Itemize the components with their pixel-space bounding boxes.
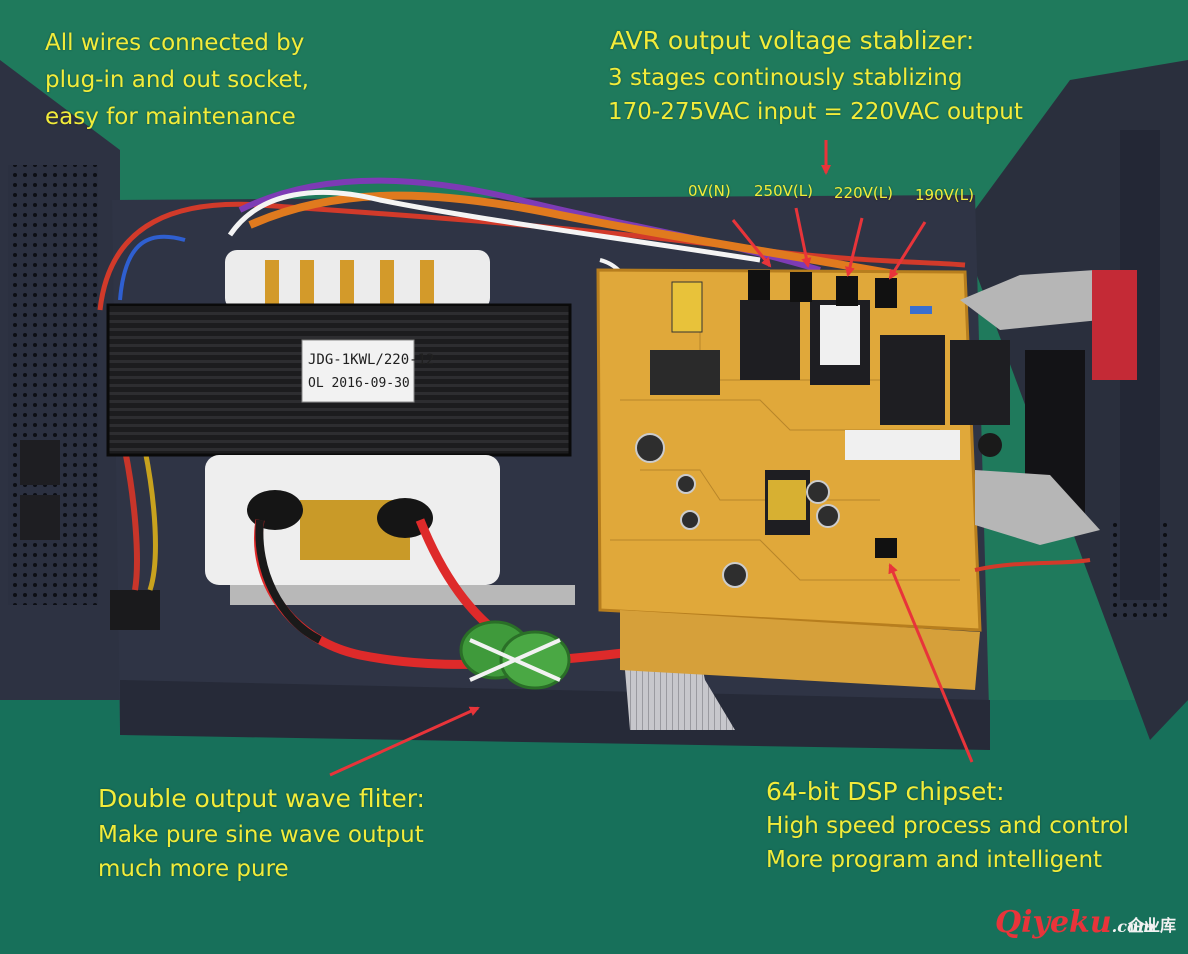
relay-1: [740, 300, 800, 380]
transformer-copper-windings: [265, 260, 434, 310]
output-lead-left: [247, 490, 303, 530]
socket-1: [20, 440, 60, 485]
enclosure-front-lip: [120, 680, 990, 750]
terminal-label-0v: 0V(N): [688, 182, 731, 200]
output-cable-black: [255, 519, 322, 644]
arrow-220v: [845, 217, 864, 277]
wire-red-left: [122, 449, 140, 591]
avr-annotation-line1: 3 stages continously stablizing: [608, 65, 963, 91]
transformer-date-label: OL 2016-09-30: [308, 376, 410, 391]
fuse-holder: [110, 590, 160, 630]
arrow-filter: [329, 706, 480, 777]
arrow-250v: [794, 207, 812, 268]
watermark-brand: Qiyeku: [995, 905, 1112, 940]
wire-white: [227, 189, 761, 263]
transformer-bobbin-top: [225, 250, 490, 310]
pcb-label: [845, 430, 960, 460]
wires-annotation-line2: plug-in and out socket,: [45, 67, 309, 93]
wires-annotation-line3: easy for maintenance: [45, 104, 296, 130]
red-terminal-block: [1092, 270, 1137, 380]
socket-2: [20, 495, 60, 540]
dsp-annotation-line1: High speed process and control: [766, 813, 1129, 839]
wire-yellow-left: [142, 449, 158, 591]
dsp-annotation-title: 64-bit DSP chipset:: [766, 777, 1005, 806]
annotation-arrows: [329, 140, 974, 777]
electrolytic-capacitors: [635, 433, 1002, 588]
filter-annotation-line1: Make pure sine wave output: [98, 822, 424, 848]
terminal-label-190v: 190V(L): [915, 186, 974, 204]
avr-annotation-line2: 170-275VAC input = 220VAC output: [608, 99, 1023, 125]
dsp-annotation-line2: More program and intelligent: [766, 847, 1103, 873]
dsp-chip: [875, 538, 897, 558]
transformer-model-label: JDG-1KWL/220-12: [308, 352, 435, 368]
relay-3: [880, 335, 945, 425]
relay-4: [950, 340, 1010, 425]
capacitor-block: [650, 350, 720, 395]
metal-bracket-top: [960, 270, 1100, 330]
arrow-dsp: [888, 563, 974, 763]
metal-bracket-bottom: [975, 470, 1100, 545]
filter-annotation-line2: much more pure: [98, 856, 289, 882]
arrow-190v: [888, 221, 927, 280]
wire-orange: [248, 191, 901, 279]
transformer-mount-bracket: [230, 585, 575, 605]
wires-annotation-line1: All wires connected by: [45, 30, 305, 56]
watermark-suffix: .com: [1111, 917, 1155, 936]
wire-blue: [118, 234, 186, 301]
filter-annotation-title: Double output wave fliter:: [98, 784, 425, 813]
resistor-blue: [910, 306, 932, 314]
avr-annotation-title: AVR output voltage stablizer:: [610, 26, 975, 55]
toroid-filter-right: [499, 630, 571, 690]
terminal-blocks: [748, 270, 897, 308]
terminal-label-250v: 250V(L): [754, 182, 813, 200]
watermark-cn: 企业库: [1128, 916, 1177, 935]
arrow-0v: [731, 219, 772, 268]
transformer-label-sticker: [301, 339, 415, 403]
cable-tie: [469, 638, 561, 682]
relay-2-label: [820, 305, 860, 365]
terminal-label-220v: 220V(L): [834, 184, 893, 202]
inductor-winding: [768, 480, 806, 520]
wire-red-fan: [974, 558, 1091, 572]
transformer-small: [671, 281, 703, 333]
wire-red: [97, 201, 966, 311]
pcb-lower-board: [620, 610, 980, 690]
watermark-logo: Qiyeku.com: [995, 905, 1155, 940]
